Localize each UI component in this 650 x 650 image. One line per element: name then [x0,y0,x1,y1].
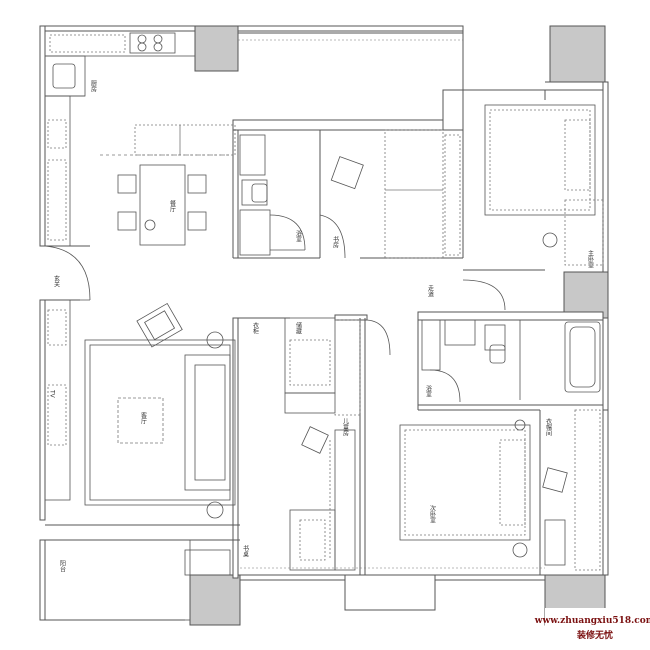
dining-table [100,154,230,246]
closet-label: 衣帽间 [545,417,552,437]
bath-right-label: 浴室 [425,384,432,397]
storage-label: 储藏 [295,321,302,335]
closet [542,409,601,571]
master-bedroom [462,104,604,311]
second-bedroom [399,419,531,558]
watermark-url: www.zhuangxiu518.com [534,616,650,626]
bath-left-label: 浴室 [295,229,302,242]
corridor-label: 走道 [427,284,434,298]
desk-label: 书桌 [242,544,249,558]
balcony [44,539,231,621]
outer-walls [39,25,609,621]
master-bedroom-label: 主卧室 [587,249,594,268]
entrance-door [44,245,91,301]
study-label: 书房 [332,235,339,249]
children-room [289,426,356,571]
watermark-name: 装修无忧 [576,629,613,641]
entrance-label: 玄关 [53,274,60,288]
dining-label: 餐厅 [169,199,176,212]
tv-label: TV [49,389,56,399]
bath-left [239,134,306,256]
living-room-label: 客厅 [140,411,147,424]
windows [238,39,545,569]
kitchen [44,30,236,247]
bath-right [421,319,601,403]
watermark: www.zhuangxiu518.com 装修无忧 [534,608,650,646]
children-room-label: 儿童房 [342,418,349,437]
balcony-label: 阳台 [59,559,66,573]
kitchen-label: 厨房 [90,80,97,93]
storage [284,317,391,416]
second-bedroom-label: 次卧室 [429,504,436,523]
study [319,129,461,259]
wardrobe-label: 衣柜 [252,321,259,335]
living-room [44,299,236,519]
interior-walls [40,30,604,579]
